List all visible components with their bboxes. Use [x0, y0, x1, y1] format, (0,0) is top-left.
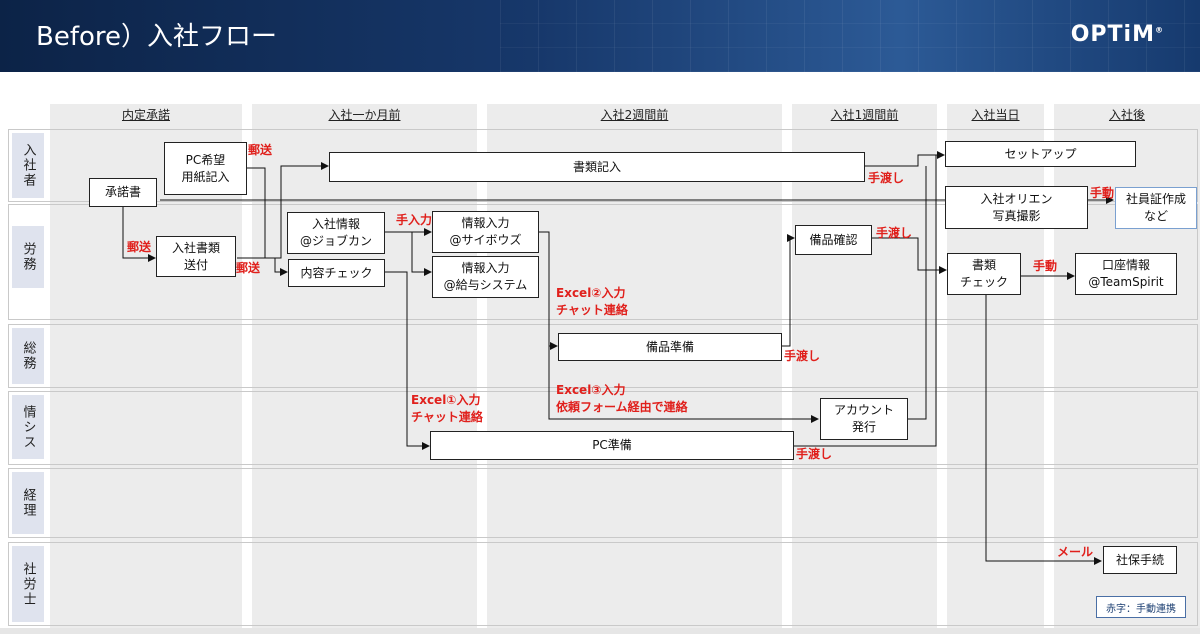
- equip-prep-box: 備品準備: [558, 333, 782, 361]
- pc-prep-box: PC準備: [430, 431, 794, 460]
- connector-doc-check-to-social: [985, 294, 1102, 565]
- note-excel-1: Excel①入力 チャット連絡: [411, 393, 483, 425]
- note-mail-2: 郵送: [127, 240, 152, 254]
- logo-text: OPTiM: [1070, 22, 1155, 47]
- connector-pc-prep-to-setup: [794, 155, 937, 447]
- lane-row-1: [8, 129, 1198, 202]
- lane-label-new-hire: 入社者: [12, 133, 44, 198]
- lane-row-2: [8, 204, 1198, 320]
- column-band-2: [252, 104, 477, 628]
- page-title: Before）入社フロー: [36, 22, 278, 52]
- header-bar: Before）入社フロー OPTiM®: [0, 0, 1200, 72]
- note-mail-1: 郵送: [248, 143, 273, 157]
- lane-row-5: [8, 468, 1198, 538]
- column-header-5: 入社当日: [971, 108, 1020, 122]
- lane-label-accounting: 経理: [12, 472, 44, 534]
- note-email: メール: [1057, 545, 1094, 559]
- bottom-strip: [0, 628, 1200, 634]
- note-excel-3: Excel③入力 依頼フォーム経由で連絡: [556, 383, 688, 415]
- connector-equip-confirm-to-doc-check: [872, 237, 947, 274]
- connector-docs-fill-to-setup: [864, 155, 944, 167]
- connector-equip-prep-to-equip-confirm: [782, 234, 795, 347]
- connector-content-check-to-pc-prep: [385, 271, 430, 450]
- content-check-box: 内容チェック: [288, 259, 385, 287]
- connector-acceptance-to-onboard-docs: [122, 206, 156, 262]
- connector-onboard-to-docs-fill: [237, 162, 329, 259]
- note-handover-3: 手渡し: [784, 349, 821, 363]
- lane-row-3: [8, 324, 1198, 388]
- column-band-4: [792, 104, 937, 628]
- pc-form-box: PC希望 用紙記入: [164, 142, 247, 195]
- connector-account-to-setup: [908, 166, 927, 420]
- lane-label-general-affairs: 総務: [12, 328, 44, 384]
- docs-fill-box: 書類記入: [329, 152, 865, 182]
- optim-logo: OPTiM®: [1071, 22, 1164, 47]
- id-card-box: 社員証作成 など: [1115, 187, 1197, 229]
- column-header-1: 内定承諾: [121, 108, 170, 122]
- info-jobcan-box: 入社情報 @ジョブカン: [287, 212, 385, 254]
- acceptance-box: 承諾書: [89, 178, 157, 207]
- logo-registered-mark: ®: [1155, 25, 1164, 35]
- column-header-4: 入社1週間前: [830, 108, 899, 122]
- legend-box: 赤字：手動連携: [1096, 596, 1186, 618]
- orientation-box: 入社オリエン 写真撮影: [945, 186, 1088, 229]
- column-header-2: 入社一か月前: [328, 108, 401, 122]
- lane-row-4: [8, 391, 1198, 465]
- info-cybozu-box: 情報入力 @サイボウズ: [432, 211, 539, 253]
- note-mail-3: 郵送: [236, 261, 261, 275]
- setup-box: セットアップ: [945, 141, 1136, 167]
- note-manual-input: 手入力: [396, 213, 433, 227]
- social-insurance-box: 社保手続: [1103, 546, 1177, 574]
- note-handover-4: 手渡し: [796, 447, 833, 461]
- note-manual-1: 手動: [1090, 186, 1115, 200]
- bank-info-box: 口座情報 @TeamSpirit: [1075, 253, 1177, 295]
- info-payroll-box: 情報入力 @給与システム: [432, 256, 539, 298]
- onboard-docs-box: 入社書類 送付: [156, 236, 236, 277]
- connector-cybozu-to-equip-prep: [539, 231, 558, 350]
- note-handover-2: 手渡し: [876, 226, 913, 240]
- column-band-3: [487, 104, 782, 628]
- doc-check-box: 書類 チェック: [947, 253, 1021, 295]
- connector-jobcan-to-payroll: [411, 232, 432, 276]
- connector-cybozu-to-account: [548, 346, 819, 423]
- column-header-3: 入社2週間前: [600, 108, 669, 122]
- note-manual-2: 手動: [1033, 259, 1058, 273]
- header-pattern: [500, 0, 1200, 72]
- connector-onboard-to-content-check: [274, 258, 288, 276]
- lane-row-6: [8, 542, 1198, 626]
- equip-confirm-box: 備品確認: [795, 225, 872, 255]
- lane-label-it-systems: 情シス: [12, 395, 44, 459]
- note-excel-2: Excel②入力 チャット連絡: [556, 286, 628, 318]
- lane-label-labor: 労務: [12, 226, 44, 288]
- account-issue-box: アカウント 発行: [820, 398, 908, 440]
- column-header-6: 入社後: [1108, 108, 1145, 122]
- lane-label-labor-consultant: 社労士: [12, 546, 44, 622]
- note-handover-1: 手渡し: [868, 171, 905, 185]
